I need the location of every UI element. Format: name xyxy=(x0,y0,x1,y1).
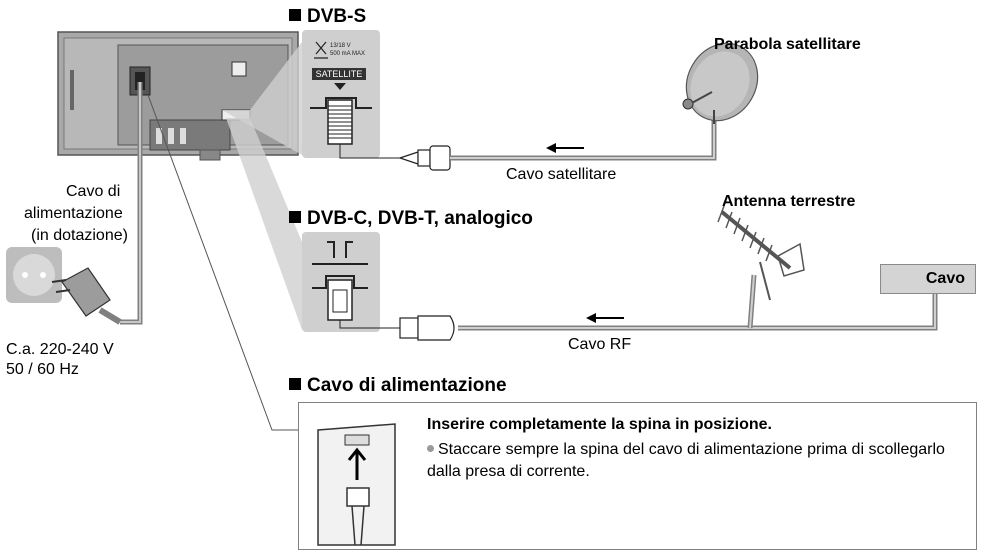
satellite-cable xyxy=(339,144,400,159)
note-text: Staccare sempre la spina del cavo di ali… xyxy=(427,439,967,483)
satellite-spec-line1: 13/18 V xyxy=(330,43,351,49)
dish-label: Parabola satellitare xyxy=(714,36,861,53)
square-bullet-icon xyxy=(289,9,301,21)
zoom-wedge-satellite xyxy=(222,42,302,155)
satellite-spec-line2: 500 mA MAX xyxy=(330,51,366,57)
note-body: Staccare sempre la spina del cavo di ali… xyxy=(427,441,945,480)
section-header-dvbs: DVB-S xyxy=(289,6,366,28)
power-cord-label-line2: alimentazione xyxy=(24,205,123,222)
wall-socket-icon xyxy=(6,247,62,303)
f-connector-icon xyxy=(398,145,451,171)
square-bullet-icon xyxy=(289,378,301,390)
note-title: Inserire completamente la spina in posiz… xyxy=(427,416,772,433)
power-cord-label-line1: Cavo di xyxy=(66,183,121,200)
rf-plug-icon xyxy=(399,315,455,341)
power-cord-line xyxy=(120,82,141,323)
terrestrial-antenna-icon xyxy=(717,205,805,301)
bullet-icon xyxy=(427,445,434,452)
rf-port-panel xyxy=(302,232,380,332)
section-header-power: Cavo di alimentazione xyxy=(289,375,507,397)
tv-rear-icon xyxy=(57,31,299,161)
power-socket-detail-icon xyxy=(317,423,396,546)
power-cord-label-line3: (in dotazione) xyxy=(31,227,128,244)
satellite-tag: SATELLITE xyxy=(312,68,366,80)
square-bullet-icon xyxy=(289,211,301,223)
satellite-port-panel xyxy=(302,30,380,158)
zoom-wedge-rf xyxy=(226,118,302,330)
satellite-dish-icon xyxy=(682,42,759,124)
ac-label-line2: 50 / 60 Hz xyxy=(6,361,79,378)
section-header-dvbc: DVB-C, DVB-T, analogico xyxy=(289,208,533,230)
power-note-box: Inserire completamente la spina in posiz… xyxy=(298,402,977,550)
arrow-left-icon xyxy=(546,143,584,153)
cable-box-label: Cavo xyxy=(880,264,976,294)
antenna-label: Antenna terrestre xyxy=(722,193,856,210)
leader-line xyxy=(147,94,298,431)
rf-cable-label: Cavo RF xyxy=(568,336,632,353)
sat-cable-label: Cavo satellitare xyxy=(506,166,617,183)
rf-cable xyxy=(339,320,400,329)
ac-label-line1: C.a. 220-240 V xyxy=(6,341,114,358)
plug-icon xyxy=(51,267,122,325)
arrow-left-icon xyxy=(586,313,624,323)
